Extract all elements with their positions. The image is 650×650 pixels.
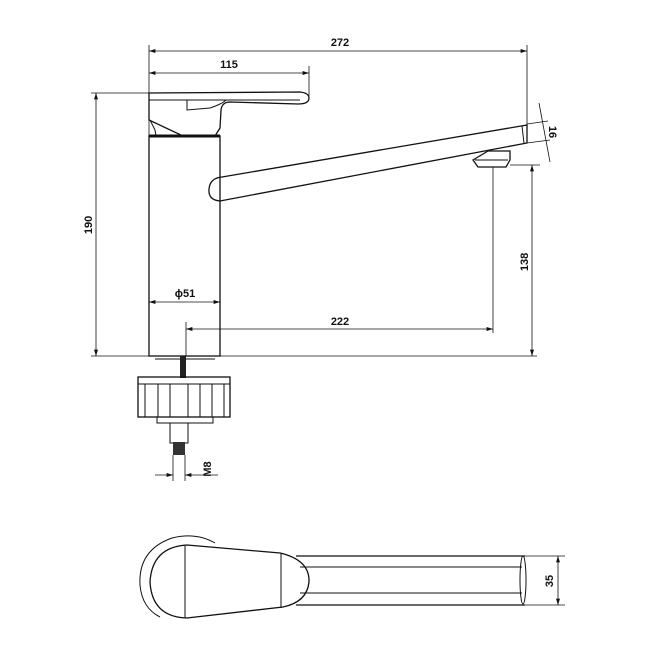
spout: [208, 124, 528, 202]
aerator: [472, 150, 511, 168]
dimension-lines: [91, 45, 565, 606]
spout-end: [519, 555, 527, 605]
dim-138: 138: [519, 253, 531, 271]
faucet-top-view: [139, 535, 527, 619]
dim-190: 190: [83, 216, 95, 234]
dim-115: 115: [220, 59, 238, 71]
dim-35: 35: [544, 575, 556, 587]
dim-222: 222: [331, 316, 349, 328]
faucet-side-view: [137, 91, 528, 455]
threaded-stem: [180, 356, 186, 378]
dim-phi51: ϕ51: [175, 288, 195, 300]
handle: [148, 91, 310, 137]
lever-top: [149, 544, 310, 619]
mounting-nut: [137, 376, 231, 455]
dim-16: 16: [546, 126, 558, 138]
dim-m8: M8: [202, 461, 214, 476]
faucet-body: [148, 135, 221, 357]
dim-272: 272: [331, 37, 349, 49]
